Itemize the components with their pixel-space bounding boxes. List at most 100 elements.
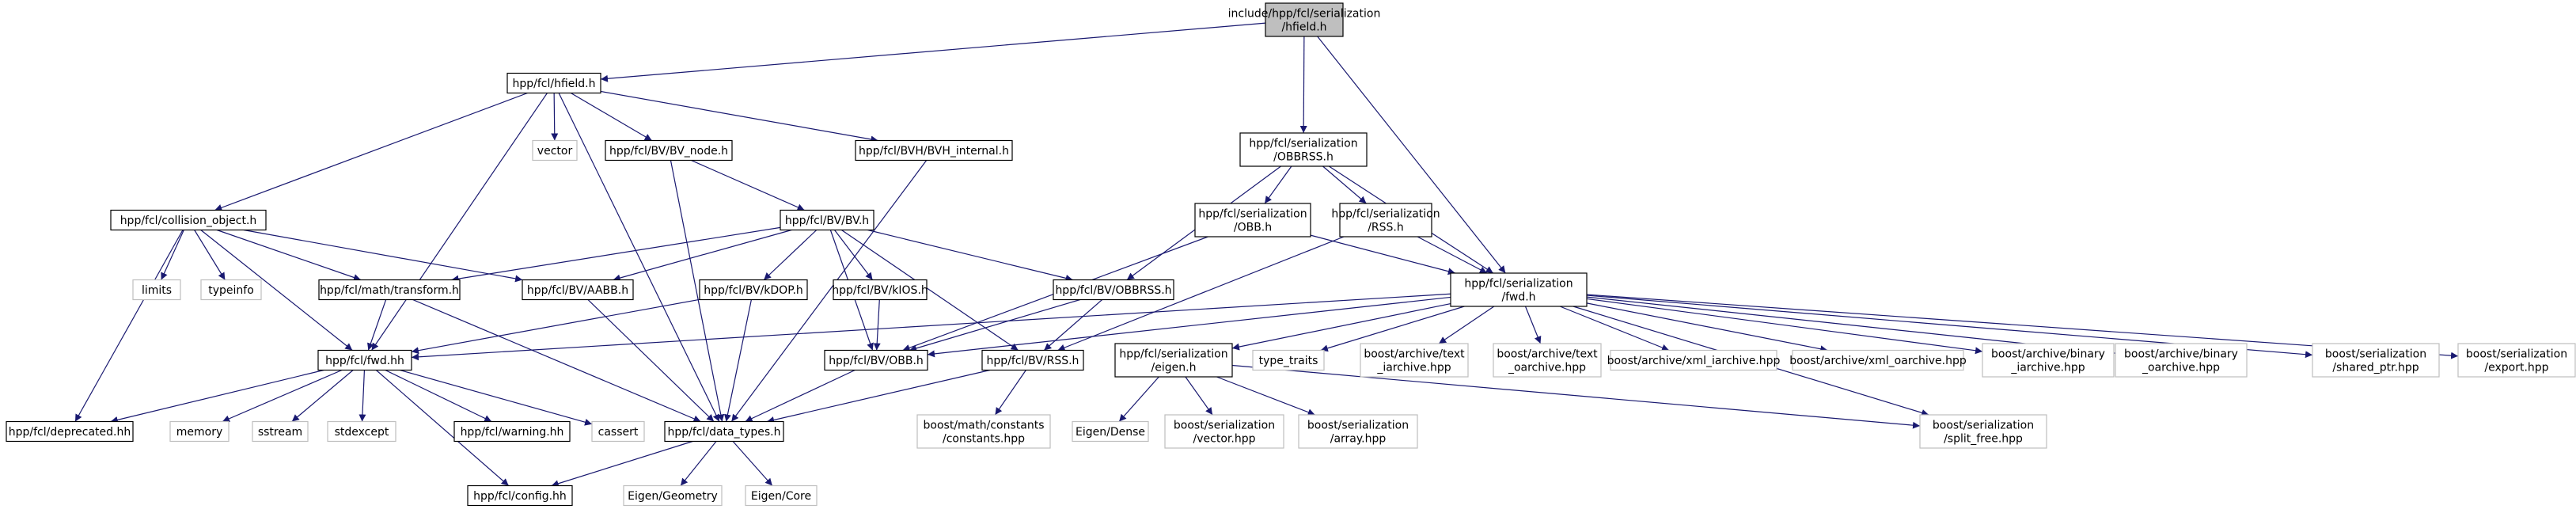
node-data_types[interactable]: hpp/fcl/data_types.h	[664, 420, 784, 443]
node-deprecated[interactable]: hpp/fcl/deprecated.hh	[6, 420, 134, 443]
node-box-ser_array	[1298, 414, 1418, 449]
node-box-eigen_core	[745, 484, 818, 507]
node-bv_node[interactable]: hpp/fcl/BV/BV_node.h	[605, 139, 733, 162]
node-label-ser_fwd: hpp/fcl/serialization	[1464, 278, 1573, 291]
edge-fwd-to-config	[375, 370, 510, 486]
edge-collision_object-to-limits	[161, 230, 184, 280]
edge-fwd-to-deprecated	[110, 369, 324, 424]
edge-fwd-to-sstream	[291, 370, 354, 422]
edge-ser_fwd-to-xml_oarchive	[1586, 302, 1828, 353]
node-box-ser_vector	[1164, 414, 1284, 449]
node-label-ser_vector: boost/serialization	[1174, 420, 1275, 432]
node-label-kios: hpp/fcl/BV/kIOS.h	[832, 284, 928, 297]
node-label-ser_rss: /RSS.h	[1368, 222, 1404, 234]
node-bvh_internal[interactable]: hpp/fcl/BVH/BVH_internal.h	[855, 139, 1013, 162]
node-ser_obb[interactable]: hpp/fcl/serialization/OBB.h	[1194, 203, 1311, 238]
edge-ser_fwd-to-binary_iarchive	[1586, 298, 1983, 355]
node-fwd[interactable]: hpp/fcl/fwd.hh	[317, 349, 412, 371]
node-vector: vector	[532, 139, 578, 162]
edge-ser_fwd-to-type_traits	[1320, 306, 1465, 352]
edge-ser_eigen-to-ser_vector	[1185, 376, 1213, 416]
node-cassert: cassert	[591, 420, 645, 443]
node-box-obb	[824, 349, 928, 371]
edge-collision_object-to-deprecated	[74, 230, 184, 422]
node-label-text_oarchive: _oarchive.hpp	[1508, 362, 1586, 374]
node-label-deprecated: hpp/fcl/deprecated.hh	[9, 426, 131, 439]
node-config[interactable]: hpp/fcl/config.hh	[467, 484, 573, 507]
node-ser_eigen[interactable]: hpp/fcl/serialization/eigen.h	[1114, 343, 1233, 378]
node-label-root: /hfield.h	[1281, 21, 1326, 34]
edge-transform-to-data_types	[412, 298, 701, 423]
node-label-limits: limits	[142, 284, 172, 297]
node-box-config	[467, 484, 573, 507]
node-type_traits: type_traits	[1252, 349, 1325, 371]
node-box-hfield	[506, 72, 601, 94]
node-box-limits	[132, 279, 181, 301]
node-box-vector	[532, 139, 578, 162]
node-kios[interactable]: hpp/fcl/BV/kIOS.h	[832, 279, 928, 301]
node-label-eigen_core: Eigen/Core	[751, 490, 811, 503]
edge-bv-to-kdop	[763, 230, 818, 280]
node-label-binary_iarchive: _iarchive.hpp	[2010, 362, 2085, 374]
node-box-bvh_internal	[855, 139, 1013, 162]
node-label-root: include/hpp/fcl/serialization	[1228, 8, 1381, 21]
node-label-ser_obb: /OBB.h	[1234, 222, 1272, 234]
node-ser_obbrss[interactable]: hpp/fcl/serialization/OBBRSS.h	[1239, 132, 1368, 167]
node-bv_obbrss[interactable]: hpp/fcl/BV/OBBRSS.h	[1053, 279, 1174, 301]
edge-ser_fwd-to-xml_iarchive	[1559, 306, 1670, 352]
node-typeinfo: typeinfo	[200, 279, 262, 301]
edge-kdop-to-fwd	[411, 298, 700, 355]
node-warning[interactable]: hpp/fcl/warning.hh	[453, 420, 571, 443]
node-rss[interactable]: hpp/fcl/BV/RSS.h	[981, 349, 1084, 371]
node-label-config: hpp/fcl/config.hh	[473, 490, 567, 503]
node-split_free: boost/serialization/split_free.hpp	[1919, 414, 2047, 449]
edge-root-to-ser_obbrss	[1299, 36, 1307, 134]
node-box-transform	[318, 279, 461, 301]
edge-root-to-ser_fwd	[1317, 36, 1506, 274]
edge-ser_obb-to-ser_fwd	[1310, 234, 1455, 276]
edge-transform-to-fwd	[367, 299, 387, 351]
edge-ser_fwd-to-text_oarchive	[1524, 306, 1542, 344]
edge-fwd-to-memory	[222, 369, 343, 423]
node-box-text_oarchive	[1493, 343, 1602, 378]
node-collision_object[interactable]: hpp/fcl/collision_object.h	[110, 209, 267, 231]
edge-ser_fwd-to-fwd	[411, 293, 1451, 361]
node-eigen_geometry: Eigen/Geometry	[623, 484, 723, 507]
node-binary_iarchive: boost/archive/binary_iarchive.hpp	[1982, 343, 2115, 378]
node-box-split_free	[1919, 414, 2047, 449]
node-ser_rss[interactable]: hpp/fcl/serialization/RSS.h	[1331, 203, 1440, 238]
edge-data_types-to-config	[551, 440, 693, 488]
node-box-binary_oarchive	[2115, 343, 2248, 378]
edge-ser_eigen-to-ser_array	[1216, 376, 1315, 416]
node-box-rss	[981, 349, 1084, 371]
node-box-stdexcept	[327, 420, 396, 443]
edge-kdop-to-data_types	[723, 299, 753, 422]
edge-bv-to-rss	[841, 230, 1019, 351]
node-ser_vector: boost/serialization/vector.hpp	[1164, 414, 1284, 449]
node-ser_array: boost/serialization/array.hpp	[1298, 414, 1418, 449]
node-kdop[interactable]: hpp/fcl/BV/kDOP.h	[699, 279, 808, 301]
node-hfield[interactable]: hpp/fcl/hfield.h	[506, 72, 601, 94]
node-box-eigen_dense	[1072, 420, 1149, 443]
node-label-xml_iarchive: boost/archive/xml_iarchive.hpp	[1607, 355, 1781, 367]
node-label-split_free: /split_free.hpp	[1944, 433, 2023, 446]
node-bv[interactable]: hpp/fcl/BV/BV.h	[780, 209, 874, 231]
node-box-ser_obb	[1194, 203, 1311, 238]
node-label-bvh_internal: hpp/fcl/BVH/BVH_internal.h	[859, 145, 1009, 158]
node-aabb[interactable]: hpp/fcl/BV/AABB.h	[522, 279, 634, 301]
edge-ser_fwd-to-text_iarchive	[1438, 306, 1495, 344]
node-box-collision_object	[110, 209, 267, 231]
node-root[interactable]: include/hpp/fcl/serialization/hfield.h	[1228, 2, 1381, 37]
node-transform[interactable]: hpp/fcl/math/transform.h	[318, 279, 461, 301]
edge-ser_fwd-to-ser_eigen	[1231, 302, 1451, 351]
node-obb[interactable]: hpp/fcl/BV/OBB.h	[824, 349, 928, 371]
node-label-type_traits: type_traits	[1259, 355, 1318, 367]
node-label-xml_oarchive: boost/archive/xml_oarchive.hpp	[1789, 355, 1967, 367]
node-sstream: sstream	[252, 420, 309, 443]
node-ser_fwd[interactable]: hpp/fcl/serialization/fwd.h	[1450, 272, 1588, 307]
node-label-eigen_dense: Eigen/Dense	[1076, 426, 1145, 439]
edge-fwd-to-stdexcept	[359, 370, 366, 422]
node-text_oarchive: boost/archive/text_oarchive.hpp	[1493, 343, 1602, 378]
node-label-cassert: cassert	[598, 426, 639, 439]
